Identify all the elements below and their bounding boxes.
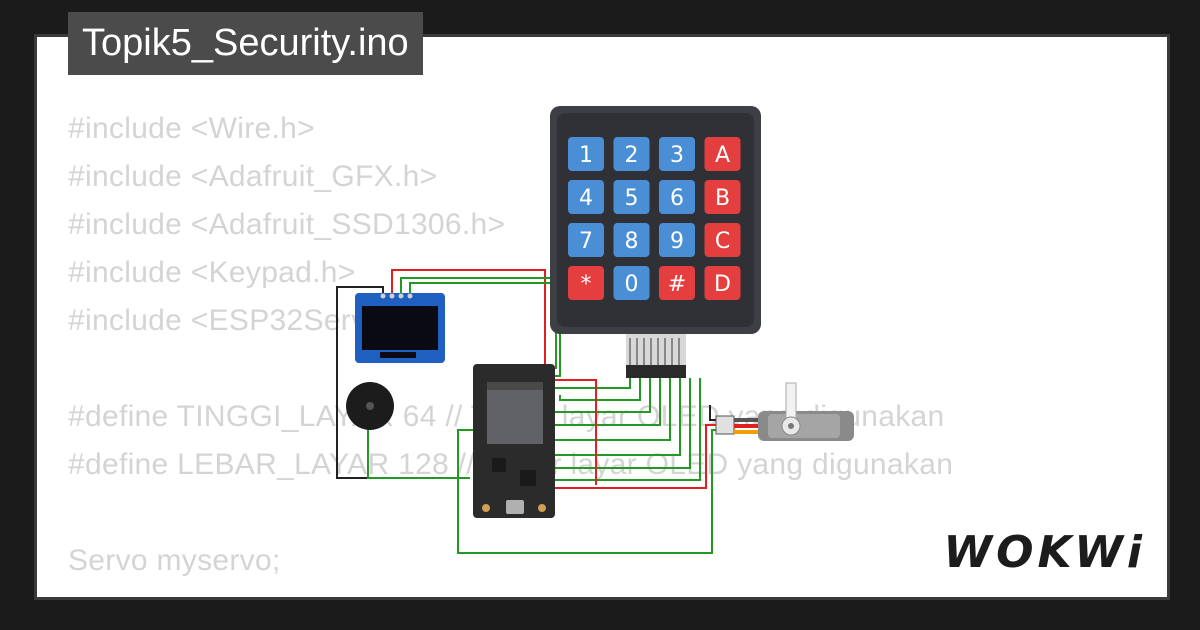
keypad-key[interactable]: A [704,137,741,171]
keypad-key-label: * [581,272,592,297]
wire-green-kp-2 [559,378,641,401]
keypad-key-label: 5 [625,186,639,211]
keypad-key[interactable]: C [704,223,741,257]
code-line: #include <Adafruit_GFX.h> [68,160,438,193]
wire-green-kp-6 [550,378,681,456]
keypad-key[interactable]: # [659,266,695,300]
keypad-key-label: 4 [579,186,593,211]
oled-display[interactable] [355,293,445,363]
keypad-key[interactable]: * [568,266,604,300]
wire-green-kp-8 [550,378,701,481]
wire-green-buzzer [365,419,470,479]
keypad-key-label: 3 [670,143,684,168]
code-line: #include <Keypad.h> [68,256,356,289]
code-line: #include <Adafruit_SSD1306.h> [68,208,506,241]
keypad-4x4[interactable]: 1 2 3 A 4 5 6 B 7 8 9 C * 0 # D [550,106,761,378]
keypad-key[interactable]: 2 [613,137,650,171]
wire-green-kp-3 [550,378,651,413]
keypad-key[interactable]: 3 [659,137,695,171]
keypad-key-label: 2 [625,143,639,168]
servo-motor[interactable] [715,382,854,441]
keypad-key-label: 6 [670,186,684,211]
keypad-key-label: B [715,186,730,211]
keypad-key[interactable]: D [704,266,741,300]
keypad-key[interactable]: 9 [659,223,695,257]
wire-green-kp-4 [550,378,661,426]
code-line: Servo myservo; [68,544,281,577]
wire-green-kp-5 [550,378,671,441]
keypad-key-label: D [714,272,731,297]
code-line: #define LEBAR_LAYAR 128 // Lebar layar O… [68,448,954,481]
keypad-key[interactable]: 8 [613,223,650,257]
keypad-key-label: 0 [625,272,639,297]
code-line: #include <Wire.h> [68,112,315,145]
keypad-key[interactable]: 0 [613,266,650,300]
esp32-board[interactable] [473,364,555,518]
wire-red-servo-1 [550,424,716,489]
sketch-title[interactable]: Topik5_Security.ino [68,12,423,75]
buzzer[interactable] [346,382,394,430]
wire-black-servo [709,405,716,421]
keypad-key[interactable]: B [704,180,741,214]
keypad-key-label: 7 [579,229,593,254]
keypad-key-label: A [715,143,730,168]
keypad-key[interactable]: 6 [659,180,695,214]
wire-green-servo [457,429,716,554]
wire-green-kp-1 [550,378,631,389]
keypad-key[interactable]: 4 [568,180,604,214]
keypad-key-label: 8 [625,229,639,254]
keypad-key[interactable]: 5 [613,180,650,214]
keypad-key-label: 9 [670,229,684,254]
keypad-key[interactable]: 1 [568,137,604,171]
keypad-key-label: # [668,272,686,297]
keypad-key[interactable]: 7 [568,223,604,257]
keypad-key-label: 1 [579,143,593,168]
wokwi-logo: WOKWi [943,527,1146,578]
keypad-key-label: C [715,229,730,254]
code-editor-background: #include <Wire.h> #include <Adafruit_GFX.… [68,105,953,585]
